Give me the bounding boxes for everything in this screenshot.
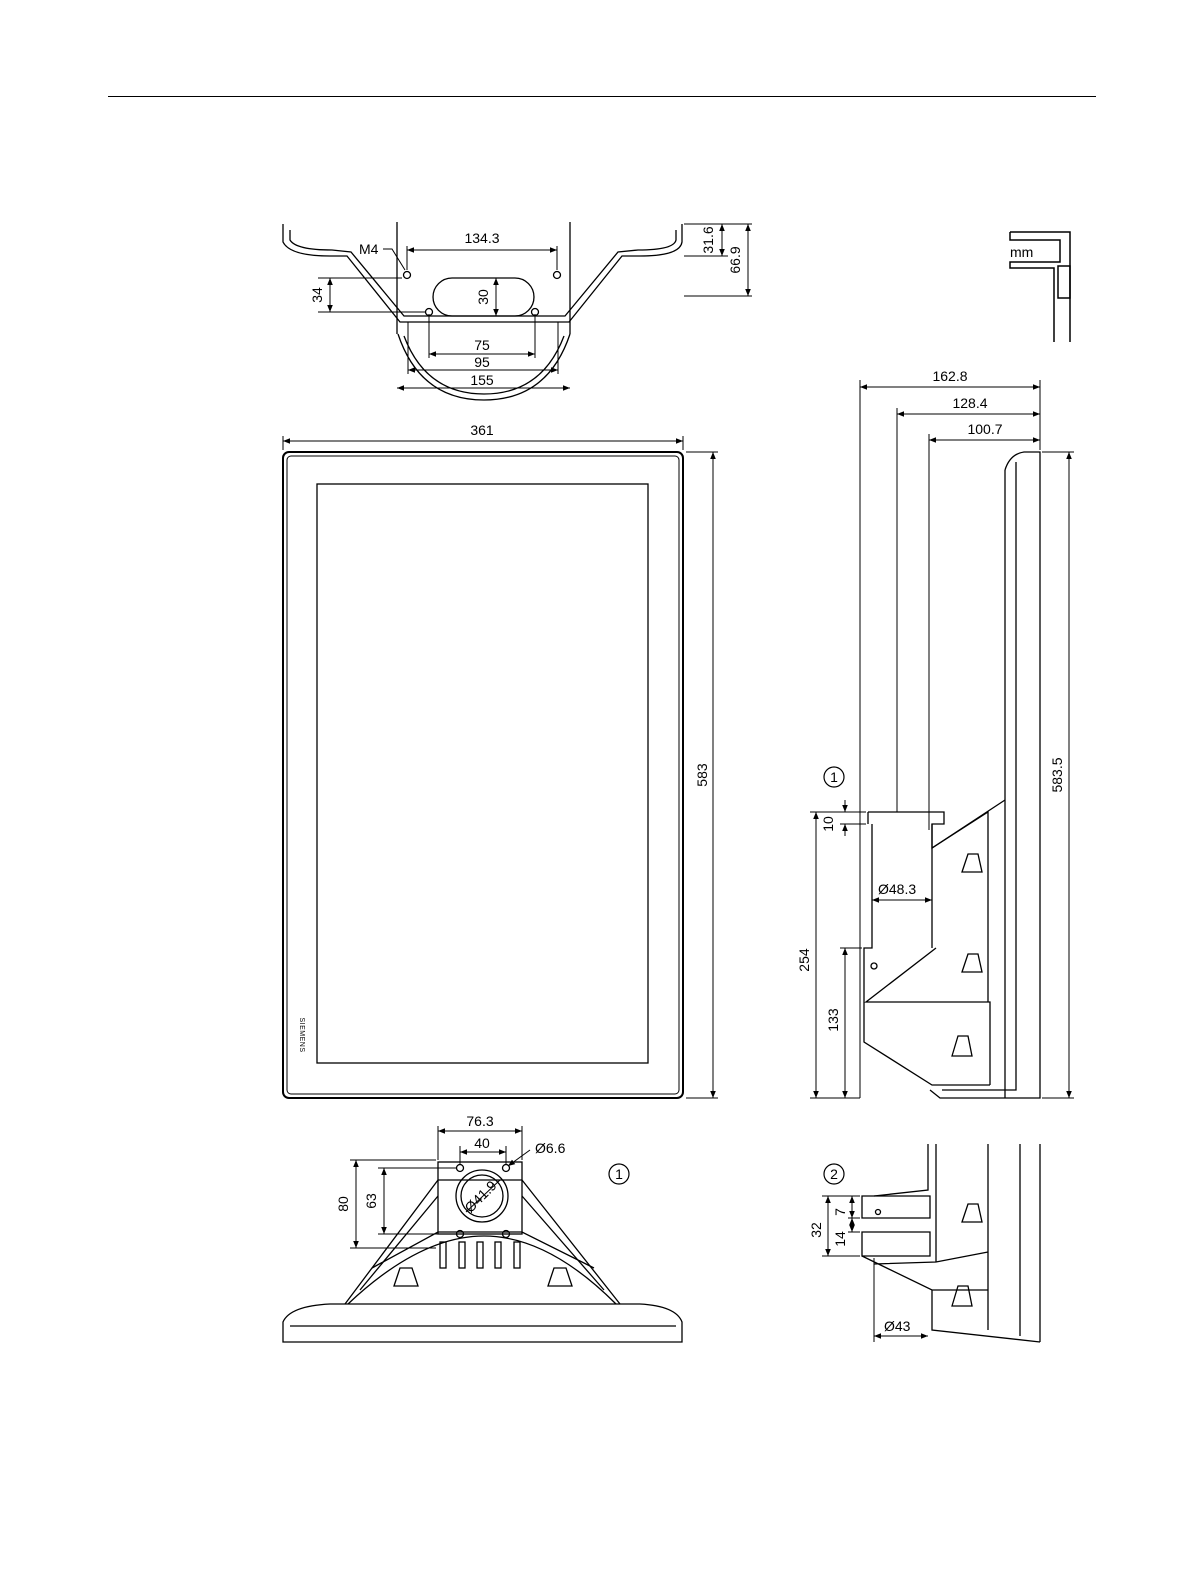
side-foot-2	[962, 954, 982, 972]
bottom-foot-left	[394, 1268, 418, 1286]
dim-front-height: 583	[694, 763, 710, 787]
top-view-hole-right	[554, 272, 561, 279]
top-view-dimensions	[318, 224, 752, 388]
front-view	[283, 452, 683, 1098]
brand-logo: SIEMENS	[298, 1017, 305, 1052]
dim-detail-14: 14	[832, 1231, 848, 1247]
dim-side-10: 10	[820, 816, 836, 832]
detail-foot-2	[952, 1286, 972, 1306]
front-view-dimensions	[283, 436, 718, 1098]
label-thread: M4	[359, 241, 379, 257]
dim-side-tube: Ø48.3	[878, 881, 916, 897]
front-bezel-outer	[283, 452, 683, 1098]
side-screw	[871, 963, 877, 969]
dim-side-254: 254	[796, 948, 812, 972]
bottom-view-dimensions	[350, 1126, 530, 1248]
front-screen	[317, 484, 648, 1063]
dim-top-155: 155	[470, 372, 494, 388]
side-panel-outline	[930, 452, 1040, 1098]
callout-2-detail: 2	[830, 1166, 838, 1182]
unit-label: mm	[1010, 244, 1033, 260]
dim-bottom-hole: Ø6.6	[535, 1140, 566, 1156]
dim-detail-32: 32	[808, 1222, 824, 1238]
callout-1-side: 1	[830, 769, 838, 785]
dim-side-162: 162.8	[932, 368, 967, 384]
front-bezel-inner	[287, 456, 679, 1094]
dim-top-75: 75	[474, 337, 490, 353]
dim-bottom-80: 80	[335, 1196, 351, 1212]
dim-detail-dia: Ø43	[884, 1318, 911, 1334]
bottom-base	[283, 1304, 682, 1342]
callout-1-bottom: 1	[615, 1166, 623, 1182]
dim-side-128: 128.4	[952, 395, 987, 411]
dim-detail-7: 7	[832, 1208, 848, 1216]
dim-top-31: 31.6	[700, 226, 716, 253]
dim-bottom-40: 40	[474, 1135, 490, 1151]
side-bracket	[868, 800, 1005, 848]
detail-view	[862, 1144, 1040, 1342]
dim-bottom-63: 63	[363, 1193, 379, 1209]
dim-side-100: 100.7	[967, 421, 1002, 437]
side-view-dimensions	[810, 380, 1074, 1098]
dim-bottom-tube: Ø41.9	[461, 1177, 499, 1215]
dim-top-66: 66.9	[727, 246, 743, 273]
dim-side-133: 133	[825, 1008, 841, 1032]
side-foot-3	[952, 1036, 972, 1056]
dim-top-34: 34	[309, 287, 325, 303]
dim-bottom-76: 76.3	[466, 1113, 493, 1129]
dim-top-134: 134.3	[464, 230, 499, 246]
side-foot-1	[962, 854, 982, 872]
dim-side-height: 583.5	[1049, 757, 1065, 792]
detail-foot-1	[962, 1204, 982, 1222]
top-view-hole-left	[404, 272, 411, 279]
side-view	[864, 452, 1040, 1098]
dim-front-width: 361	[470, 422, 494, 438]
bottom-foot-right	[548, 1268, 572, 1286]
dim-top-30: 30	[475, 289, 491, 305]
dim-top-95: 95	[474, 354, 490, 370]
